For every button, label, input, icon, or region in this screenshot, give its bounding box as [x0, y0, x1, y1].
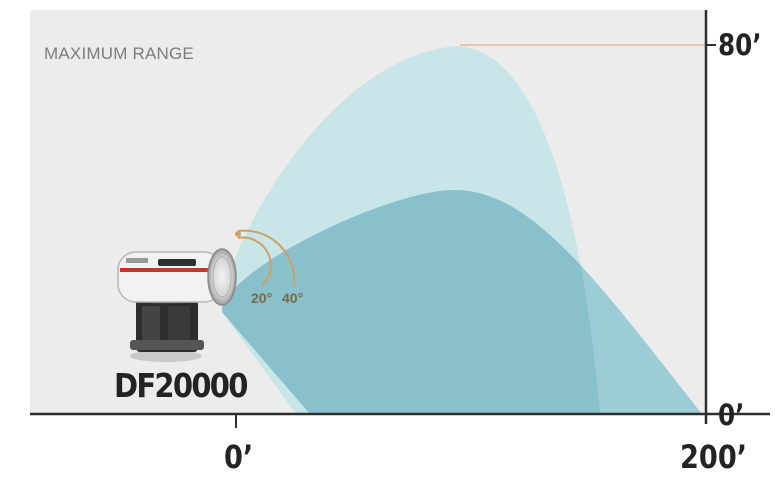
spray-overlap-region [221, 189, 600, 414]
model-label: DF20000 [114, 366, 248, 405]
angle-label-20: 20° [251, 290, 273, 306]
y-axis-top-label: 80’ [718, 28, 762, 62]
angle-origin-dot [235, 231, 241, 237]
misting-fan-unit-icon [117, 248, 237, 362]
x-axis-start-label: 0’ [224, 438, 254, 476]
x-axis-end-label: 200’ [680, 438, 748, 476]
angle-arc-20 [237, 236, 272, 287]
angle-label-40: 40° [282, 290, 304, 306]
angle-arc-40 [237, 229, 296, 287]
y-axis-bottom-label: 0’ [718, 398, 745, 432]
range-title: MAXIMUM RANGE [44, 44, 194, 63]
